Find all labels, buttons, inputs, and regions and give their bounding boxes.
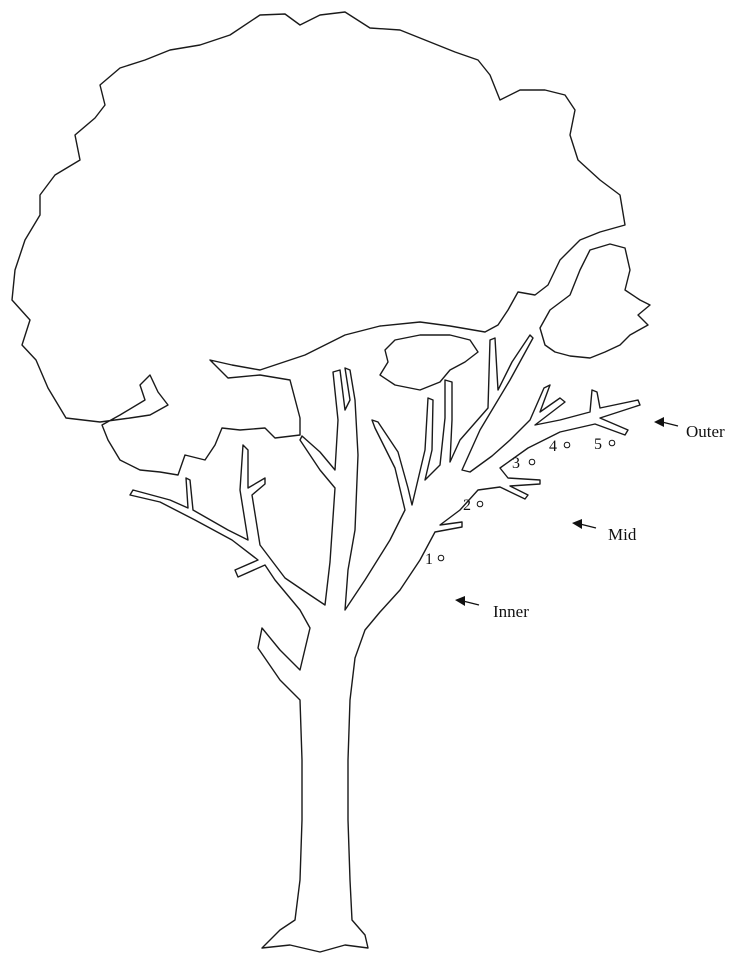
mid-zone-label: Mid <box>608 525 637 544</box>
inner-zone-label: Inner <box>493 602 529 621</box>
sample-point-3-marker <box>529 459 535 465</box>
outer-zone-label: Outer <box>686 422 725 441</box>
sample-point-3: 3 <box>512 455 535 472</box>
sample-point-5-number: 5 <box>594 436 602 453</box>
canopy-gap <box>380 335 478 390</box>
sample-point-1-number: 1 <box>425 551 433 568</box>
inner-label-group: Inner <box>455 596 529 621</box>
sample-point-4-number: 4 <box>549 438 557 455</box>
sample-point-5: 5 <box>594 436 615 453</box>
sample-point-2-marker <box>477 501 483 507</box>
sample-point-3-number: 3 <box>512 455 520 472</box>
sample-point-4-marker <box>564 442 570 448</box>
mid-label-group: Mid <box>572 519 637 544</box>
sample-point-2: 2 <box>463 497 483 514</box>
sample-point-4: 4 <box>549 438 570 455</box>
inner-arrow-shaft <box>463 601 479 605</box>
canopy-main <box>12 12 625 475</box>
outer-arrow-shaft <box>662 422 678 426</box>
mid-arrow-shaft <box>580 524 596 528</box>
sample-point-2-number: 2 <box>463 497 471 514</box>
sample-point-5-marker <box>609 440 615 446</box>
outer-label-group: Outer <box>654 417 725 441</box>
sample-point-1: 1 <box>425 551 444 568</box>
sample-point-1-marker <box>438 555 444 561</box>
